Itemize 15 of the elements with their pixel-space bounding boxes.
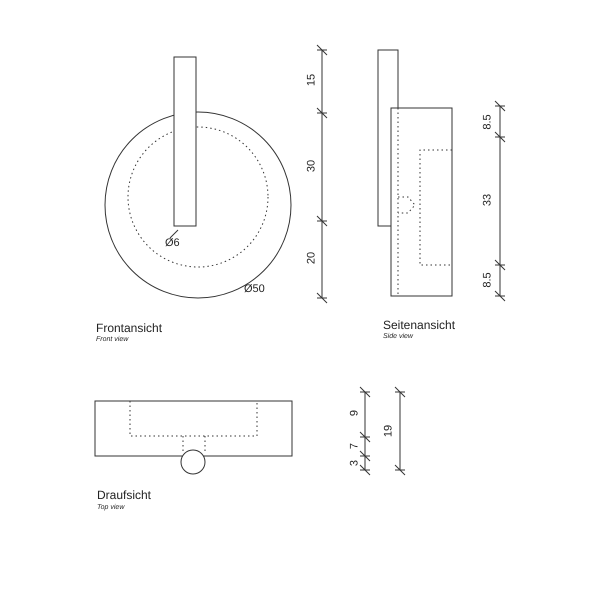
dimension-label: 20 <box>306 252 318 264</box>
dimension-label: 15 <box>306 74 318 86</box>
dimension-label: Ø50 <box>244 284 265 295</box>
view-title: Frontansicht <box>96 322 162 334</box>
dimension-label: 30 <box>306 160 318 172</box>
dimension-label: 19 <box>384 424 394 438</box>
dimension-label: 33 <box>482 194 494 206</box>
dimension-label: 8.5 <box>482 272 494 288</box>
dimension-label: Ø6 <box>165 238 180 249</box>
view-title: Seitenansicht <box>383 319 456 331</box>
dimension-label: 7 <box>350 442 360 450</box>
dimension-label: 9 <box>350 410 360 416</box>
dimension-label: 8.5 <box>482 114 494 130</box>
dimension-label: 3 <box>350 460 360 466</box>
view-title: Draufsicht <box>97 489 152 501</box>
